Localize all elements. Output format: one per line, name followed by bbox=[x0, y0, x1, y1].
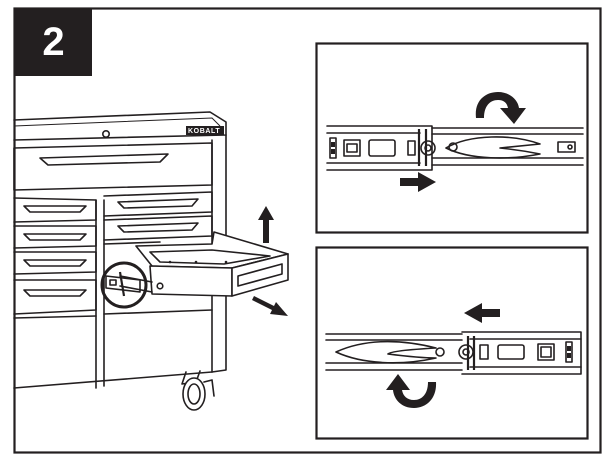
drawer-left-4 bbox=[13, 279, 97, 315]
drawer-right-1 bbox=[103, 191, 213, 217]
push-left-arrow-icon bbox=[464, 303, 500, 323]
drawer-left-3 bbox=[13, 251, 97, 275]
slide-detail-small bbox=[105, 271, 141, 297]
rotate-clockwise-icon bbox=[475, 92, 526, 124]
rotate-counterclockwise-icon bbox=[386, 374, 437, 408]
detail-callout-circle bbox=[100, 261, 148, 309]
inset-frame-top bbox=[315, 42, 589, 234]
drawer-bottom-left bbox=[13, 315, 97, 319]
tool-cabinet: KOBALT bbox=[13, 111, 289, 411]
drawer-top bbox=[13, 142, 213, 191]
inset-release-bottom bbox=[315, 246, 589, 440]
step-number-badge: 2 bbox=[15, 8, 92, 76]
pull-out-arrow-icon bbox=[252, 296, 288, 316]
drawer-left-1 bbox=[13, 197, 97, 223]
up-arrow-icon bbox=[258, 206, 274, 243]
brand-plate bbox=[186, 126, 224, 135]
push-right-arrow-icon bbox=[400, 172, 436, 192]
caster-wheel bbox=[181, 370, 215, 411]
inset-frame-bottom bbox=[315, 246, 589, 440]
outer-frame bbox=[13, 7, 602, 454]
open-drawer bbox=[119, 231, 289, 297]
cabinet-lid bbox=[13, 111, 227, 141]
drawer-right-2 bbox=[103, 215, 213, 241]
inset-release-top bbox=[315, 42, 589, 234]
drawer-bottom-right bbox=[103, 309, 213, 315]
brand-label: KOBALT bbox=[188, 128, 220, 135]
drawer-left-2 bbox=[13, 225, 97, 249]
lock-icon bbox=[102, 130, 111, 139]
